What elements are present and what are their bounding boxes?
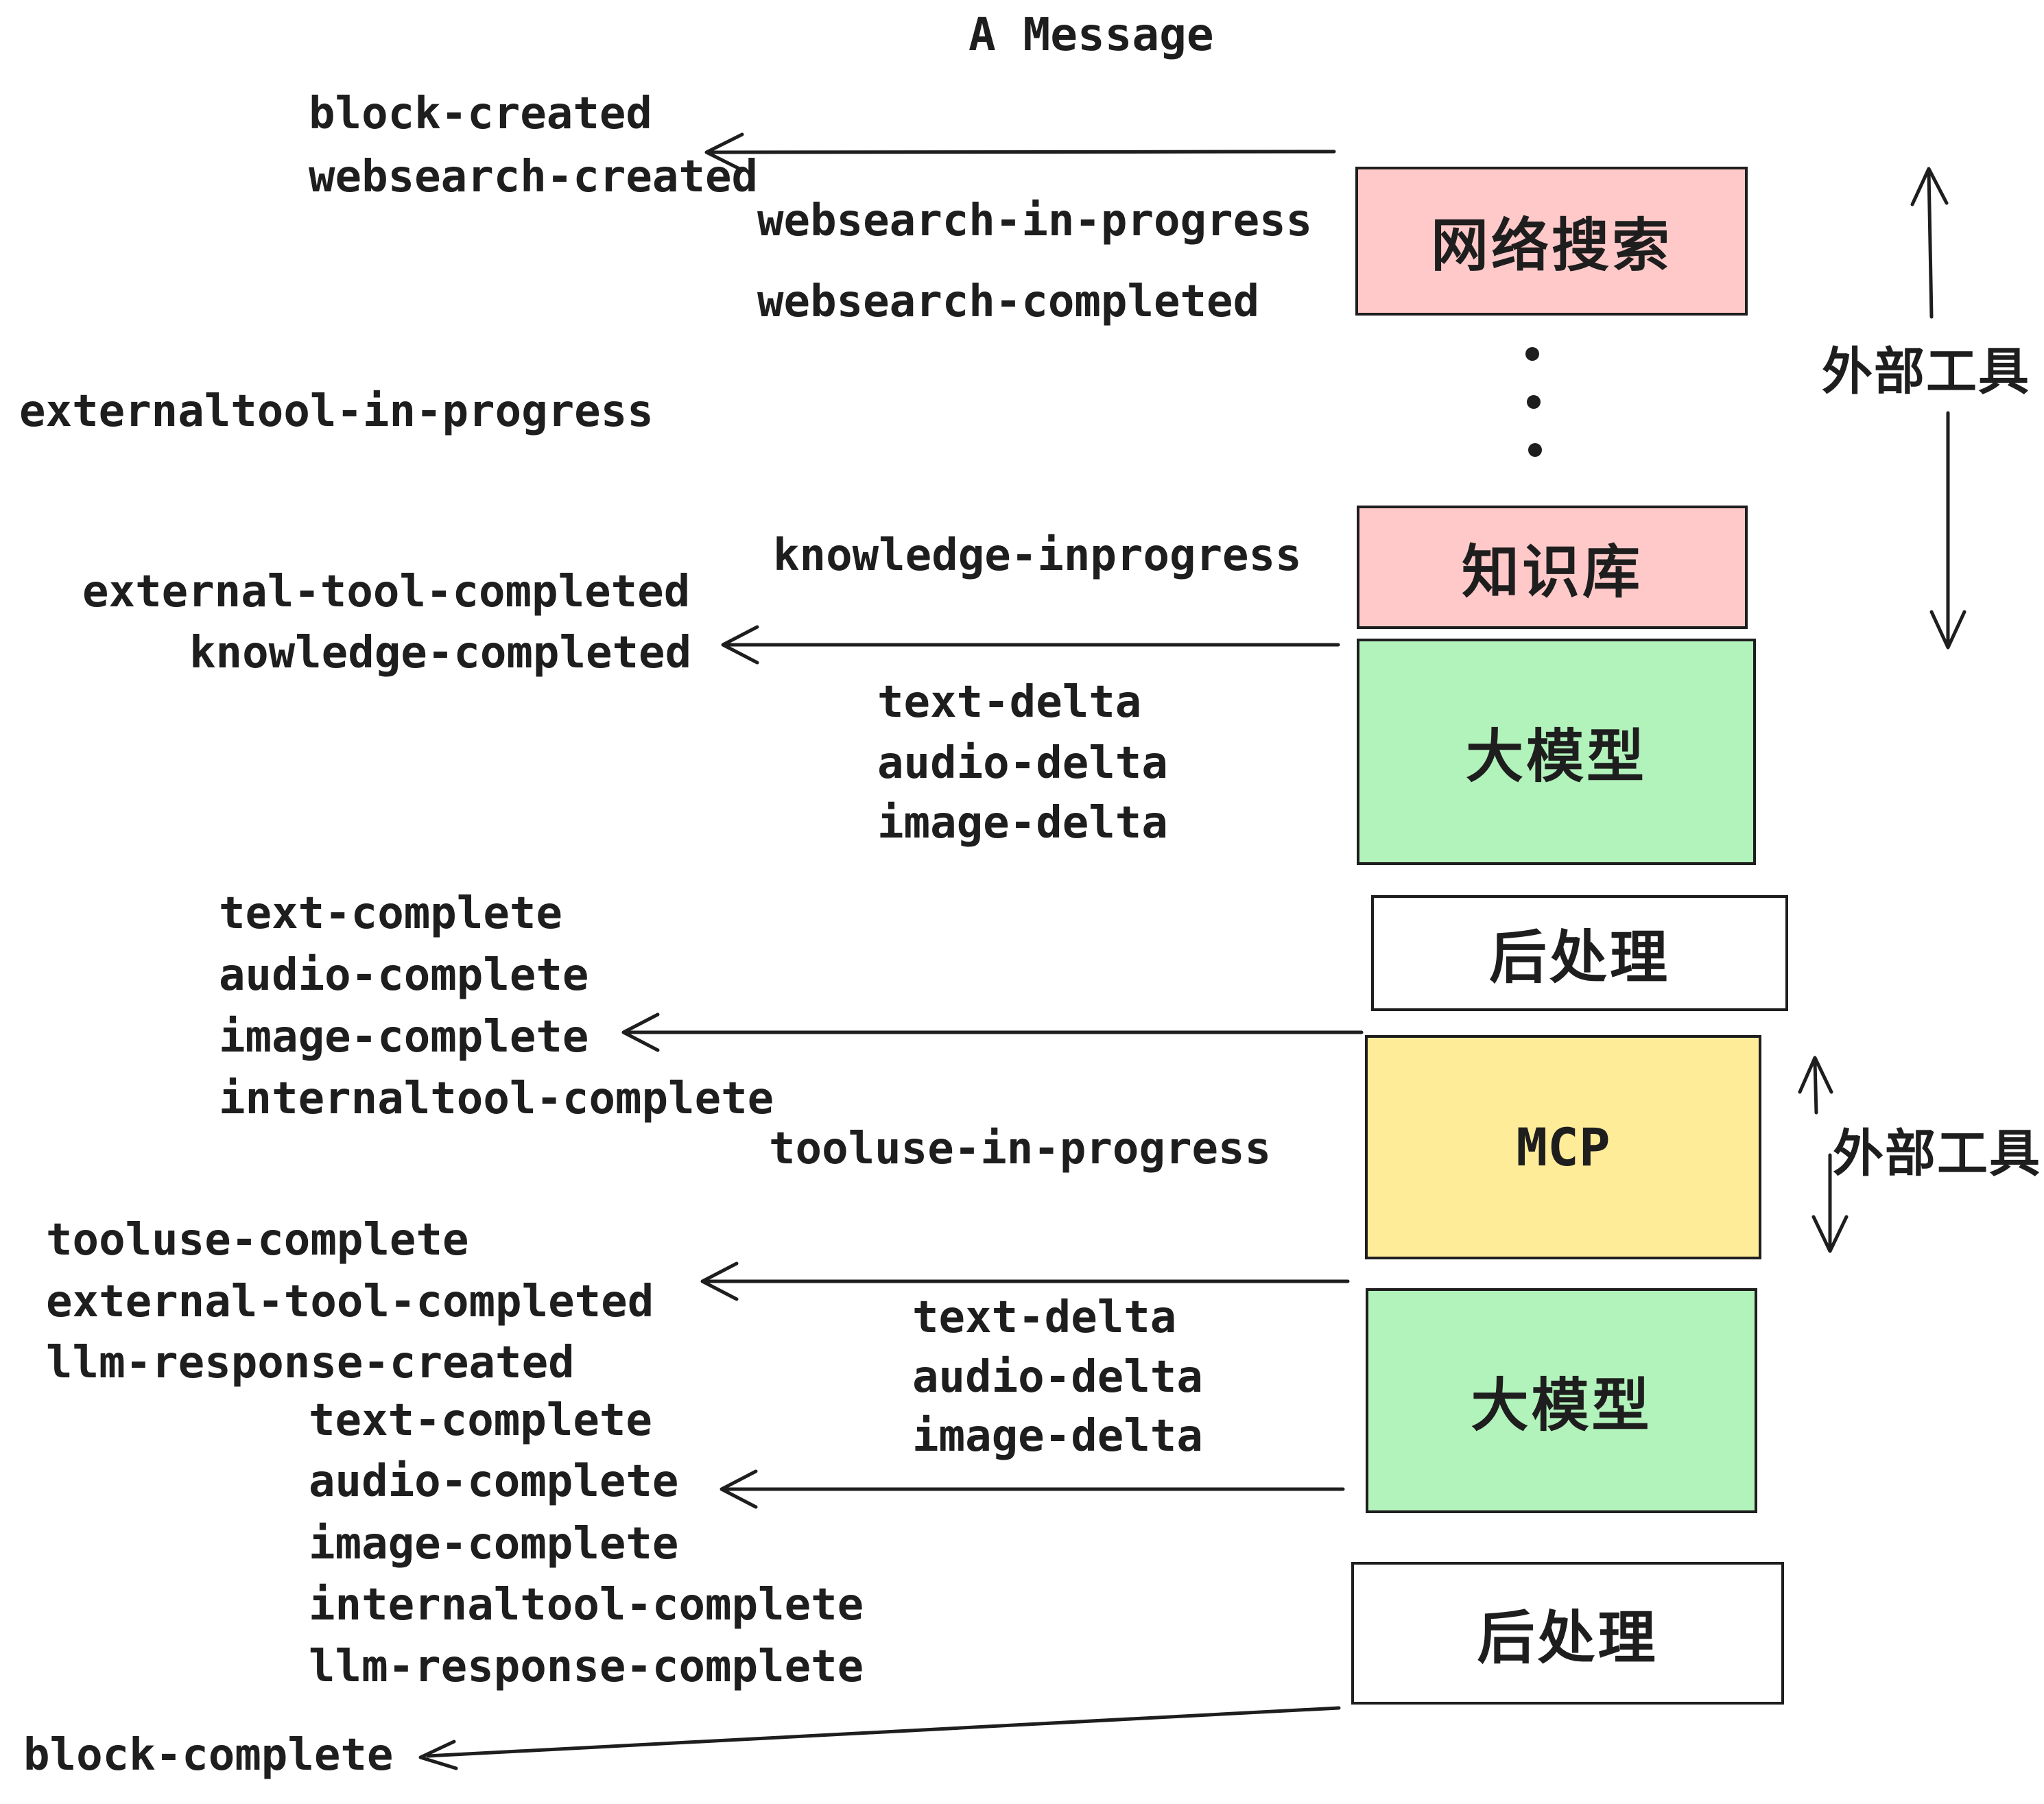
annotation-external-tools-mid: 外部工具 [1833,1125,2041,1182]
box-mcp: MCP [1365,1035,1761,1259]
external-tools-mid-up-arrow [1798,1056,1833,1115]
annotation-external-tools-top: 外部工具 [1822,343,2030,400]
box-knowledge-base-label: 知识库 [1461,539,1643,604]
event-text-delta-1: text-delta [877,677,1142,728]
event-audio-delta-2: audio-delta [912,1352,1203,1403]
event-llm-response-complete: llm-response-complete [309,1641,864,1692]
arrow-to-block-complete [418,1706,1341,1770]
event-tooluse-in-progress: tooluse-in-progress [769,1124,1272,1174]
event-websearch-completed: websearch-completed [757,276,1260,327]
box-llm-1-label: 大模型 [1465,724,1647,789]
box-llm-2: 大模型 [1366,1288,1757,1513]
arrow-to-knowledge-completed [721,625,1340,665]
box-llm-1: 大模型 [1357,639,1756,865]
event-knowledge-inprogress: knowledge-inprogress [773,530,1302,581]
event-audio-delta-1: audio-delta [877,738,1168,789]
box-llm-2-label: 大模型 [1471,1373,1652,1438]
event-image-complete-2: image-complete [309,1519,679,1569]
external-tools-top-down-arrow [1929,411,1966,650]
event-text-delta-2: text-delta [912,1292,1177,1343]
box-web-search-label: 网络搜索 [1430,213,1672,278]
event-knowledge-completed: knowledge-completed [189,628,692,678]
arrow-to-image-complete [621,1012,1364,1052]
event-internaltool-complete-2: internaltool-complete [309,1580,864,1630]
event-external-tool-completed-2: external-tool-completed [46,1277,654,1327]
event-image-delta-2: image-delta [912,1411,1203,1462]
diagram-title: A Message [968,8,1214,61]
box-post-process-2: 后处理 [1351,1562,1784,1705]
ellipsis-dot [1527,395,1541,409]
event-audio-complete-1: audio-complete [219,950,589,1001]
event-websearch-created: websearch-created [309,152,759,202]
event-tooluse-complete: tooluse-complete [46,1215,469,1266]
event-externaltool-in-progress: externaltool-in-progress [19,386,654,437]
event-image-delta-1: image-delta [877,798,1168,848]
event-block-created: block-created [309,88,652,139]
ellipsis-dot [1525,347,1539,361]
event-internaltool-complete-1: internaltool-complete [219,1073,774,1124]
event-block-complete: block-complete [23,1730,394,1781]
box-post-process-1: 后处理 [1371,895,1788,1011]
event-external-tool-completed: external-tool-completed [82,567,691,617]
event-text-complete-2: text-complete [309,1395,652,1446]
arrow-to-audio-complete [720,1469,1345,1509]
box-post-process-2-label: 后处理 [1477,1605,1659,1670]
event-llm-response-created: llm-response-created [46,1338,575,1388]
box-web-search: 网络搜索 [1355,167,1748,316]
external-tools-top-up-arrow [1910,167,1949,319]
event-text-complete-1: text-complete [219,888,562,939]
box-knowledge-base: 知识库 [1357,506,1748,629]
box-mcp-label: MCP [1516,1117,1611,1178]
event-audio-complete-2: audio-complete [309,1456,679,1507]
arrow-to-block-created [704,132,1336,172]
box-post-process-1-label: 后处理 [1488,925,1670,990]
event-image-complete-1: image-complete [219,1012,589,1063]
ellipsis-dot [1528,443,1542,457]
event-websearch-in-progress: websearch-in-progress [757,195,1313,246]
